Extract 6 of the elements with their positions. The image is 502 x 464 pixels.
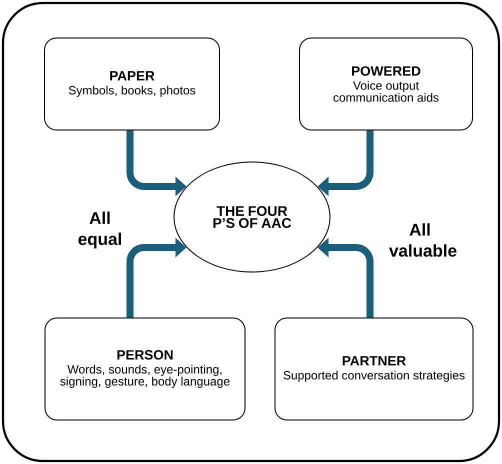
category-box: PERSON Words, sounds, eye-pointing, signing, gesture, body language bbox=[44, 318, 246, 420]
category-box: PAPER Symbols, books, photos bbox=[44, 38, 220, 130]
side-label: All valuable bbox=[389, 223, 456, 257]
category-box: POWERED Voice output communication aids bbox=[299, 38, 473, 130]
side-label: All equal bbox=[78, 212, 121, 248]
category-box: PARTNER Supported conversation strategies bbox=[274, 318, 474, 420]
